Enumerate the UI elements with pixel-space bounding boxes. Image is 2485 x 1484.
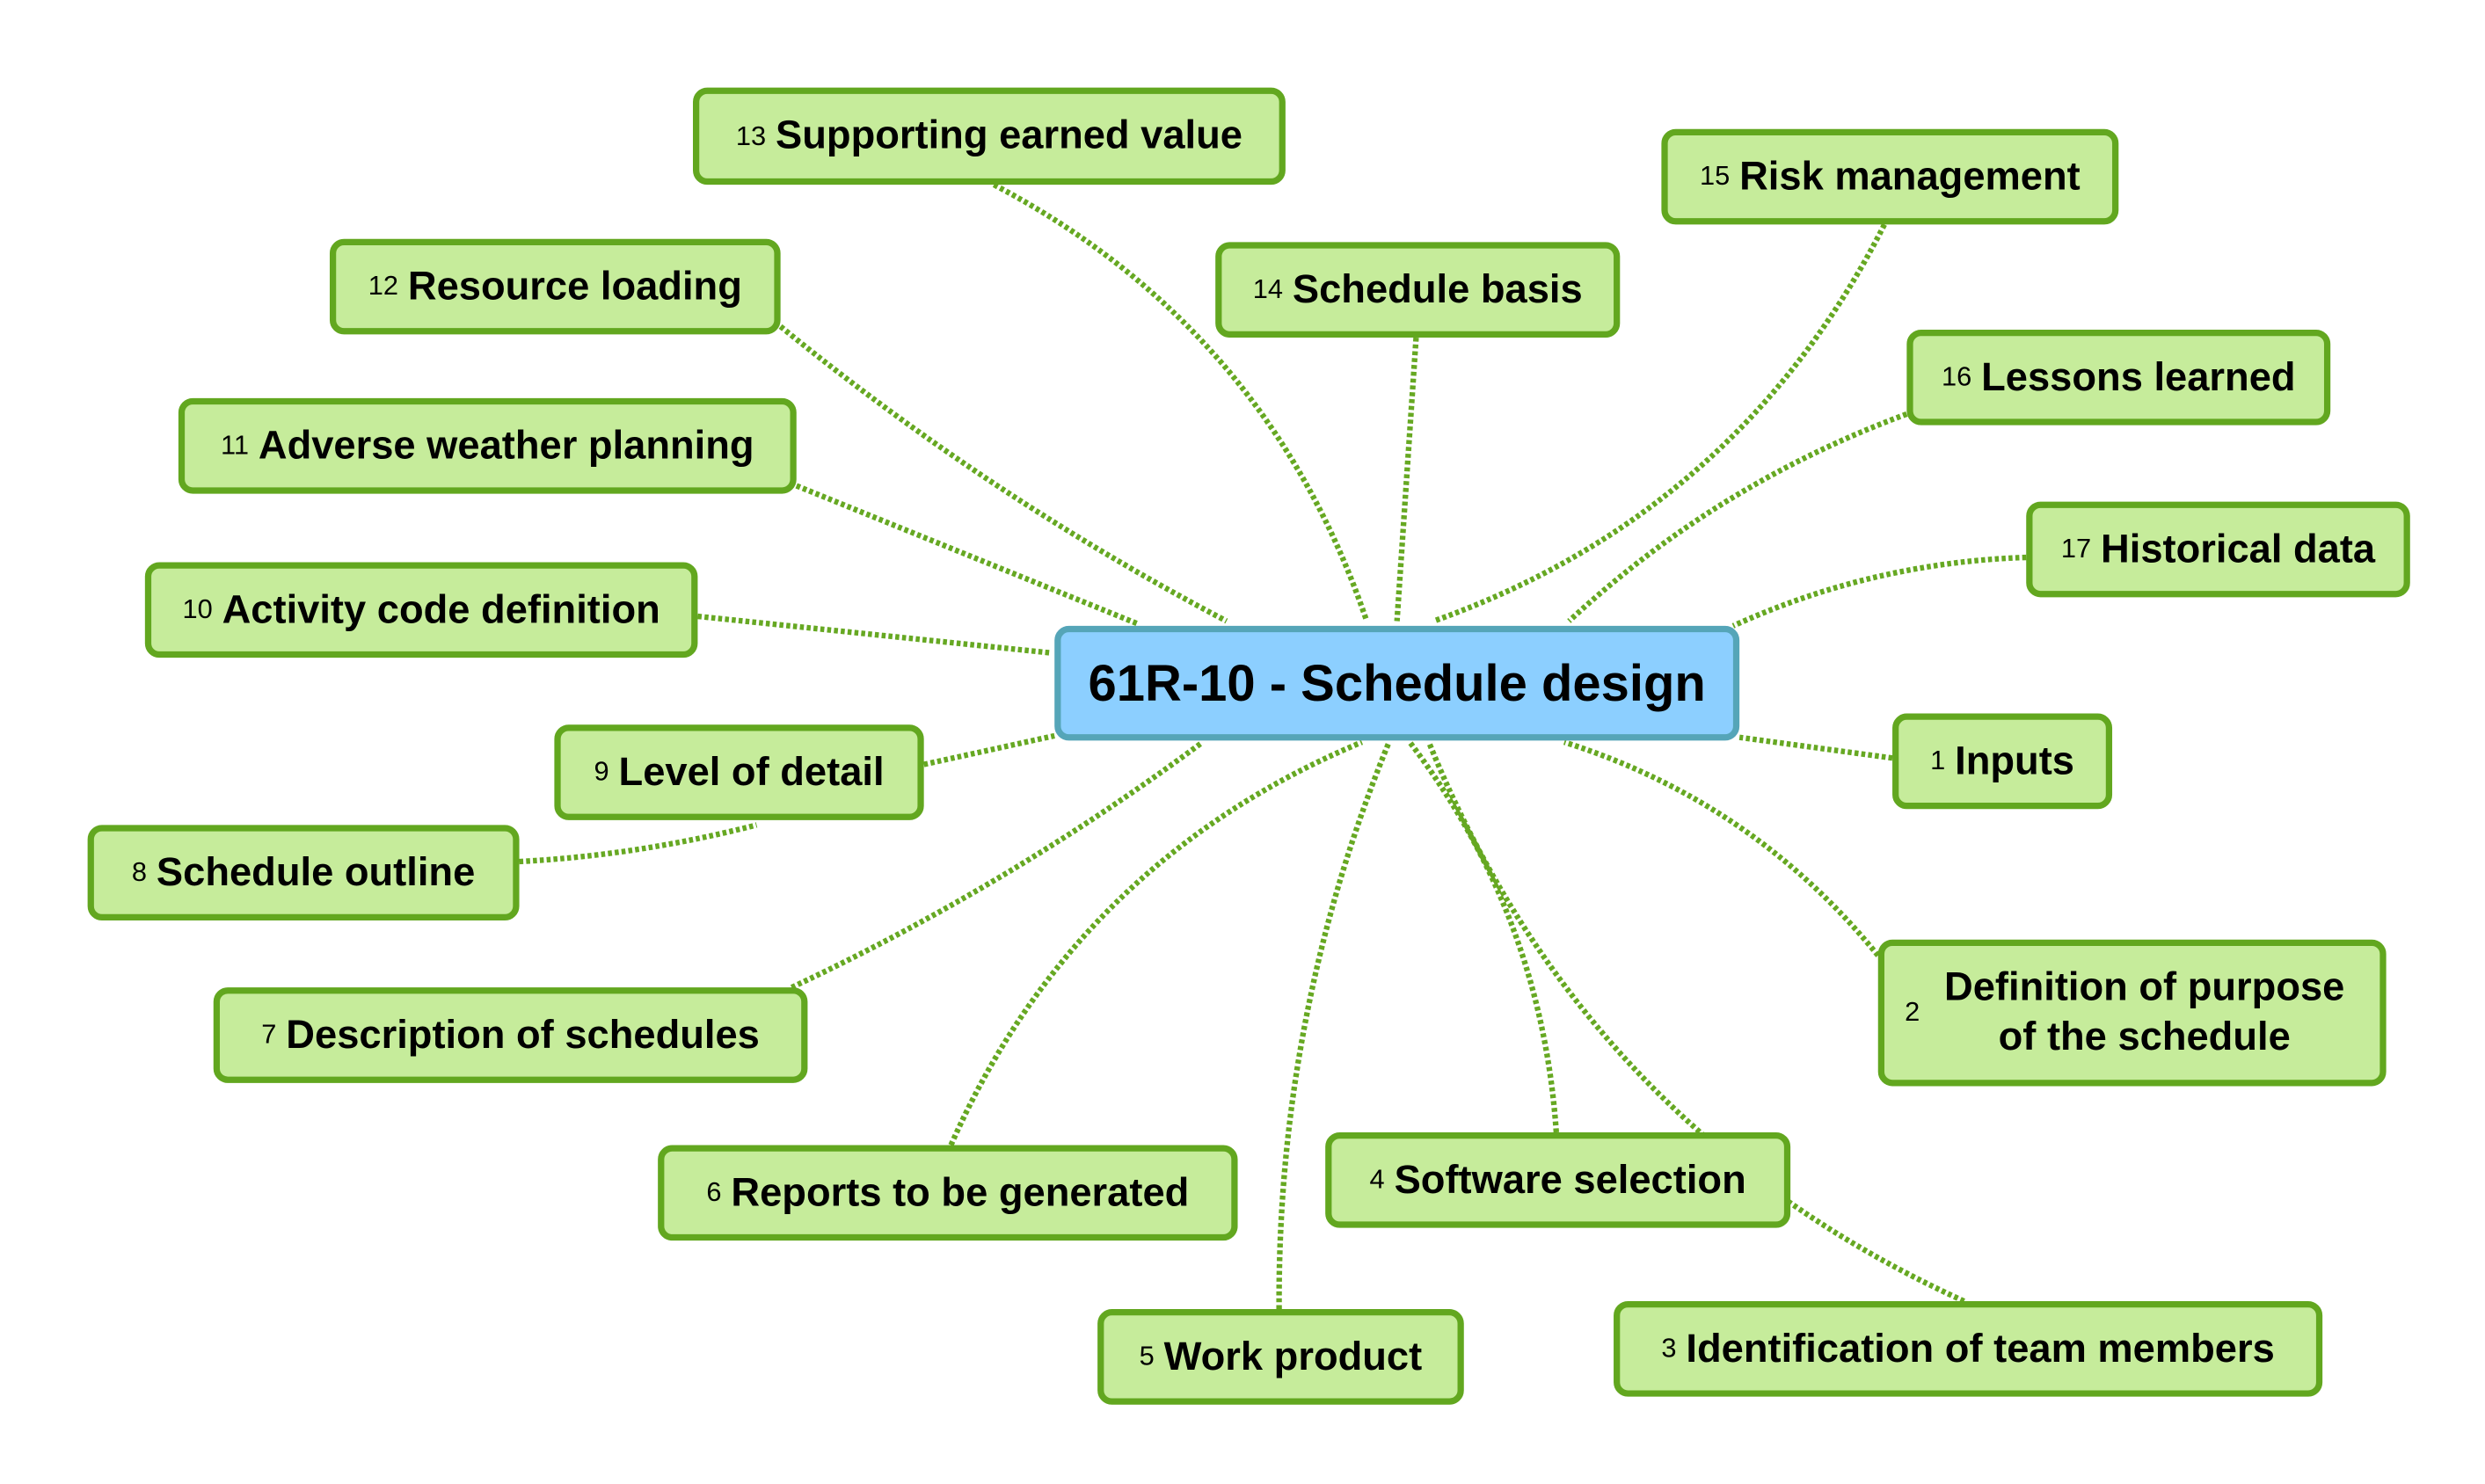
topic-label: Historical data [2101, 526, 2376, 571]
topic-number: 17 [2060, 533, 2092, 564]
topic-number: 7 [261, 1019, 277, 1050]
topic-16[interactable]: 16 Lessons learned [1906, 329, 2331, 426]
topic-label: Adverse weather planning [258, 422, 754, 468]
topic-number: 1 [1930, 745, 1946, 776]
topic-number: 9 [594, 756, 609, 787]
central-topic-label: 61R-10 - Schedule design [1088, 653, 1706, 711]
connector-topic-2 [1563, 739, 1881, 957]
topic-label: Identification of team members [1686, 1326, 2275, 1371]
topic-number: 10 [182, 593, 213, 625]
topic-number: 3 [1661, 1333, 1677, 1364]
topic-7[interactable]: 7 Description of schedules [213, 987, 808, 1083]
topic-3[interactable]: 3 Identification of team members [1614, 1300, 2323, 1397]
connector-topic-1 [1738, 734, 1893, 761]
connector-topic-12 [778, 324, 1228, 624]
central-topic[interactable]: 61R-10 - Schedule design [1054, 625, 1740, 741]
topic-label: Risk management [1739, 153, 2081, 199]
topic-number: 6 [706, 1176, 722, 1208]
topic-1[interactable]: 1 Inputs [1892, 713, 2113, 810]
topic-label: Schedule outline [156, 849, 476, 895]
connector-topic-6 [948, 739, 1364, 1146]
connector-topic-10 [697, 613, 1052, 656]
topic-label: Level of detail [618, 749, 885, 795]
topic-label: Definition of purpose of the schedule [1944, 964, 2345, 1059]
connector-topic-7 [790, 739, 1205, 991]
topic-label: Activity code definition [222, 586, 660, 632]
topic-number: 2 [1905, 996, 1920, 1028]
connector-topic-9 [922, 732, 1055, 767]
connector-topic-11 [795, 483, 1140, 628]
topic-number: 12 [368, 270, 399, 302]
topic-label: Software selection [1394, 1157, 1746, 1202]
topic-label: Lessons learned [1981, 354, 2296, 399]
topic-6[interactable]: 6 Reports to be generated [658, 1145, 1238, 1241]
topic-2[interactable]: 2 Definition of purpose of the schedule [1877, 939, 2387, 1087]
topic-11[interactable]: 11 Adverse weather planning [178, 397, 797, 494]
topic-9[interactable]: 9 Level of detail [554, 724, 924, 820]
topic-label: Resource loading [407, 263, 742, 309]
topic-label: Inputs [1955, 738, 2074, 783]
topic-4[interactable]: 4 Software selection [1325, 1131, 1791, 1228]
topic-label: Schedule basis [1292, 266, 1583, 312]
connector-topic-3 [1425, 740, 1965, 1304]
connector-topic-4 [1407, 740, 1559, 1133]
connector-topic-17 [1731, 554, 2027, 629]
topic-number: 8 [131, 856, 148, 888]
connector-topic-16 [1567, 411, 1908, 623]
topic-label: Description of schedules [286, 1012, 760, 1057]
connector-topic-15 [1432, 222, 1887, 624]
topic-10[interactable]: 10 Activity code definition [144, 562, 698, 658]
topic-13[interactable]: 13 Supporting earned value [693, 87, 1286, 186]
topic-number: 5 [1139, 1341, 1155, 1371]
topic-label: Reports to be generated [731, 1169, 1190, 1215]
topic-number: 16 [1941, 361, 1972, 392]
topic-number: 15 [1699, 160, 1731, 192]
connector-topic-13 [992, 182, 1370, 622]
connector-topic-14 [1394, 337, 1419, 622]
topic-number: 13 [735, 120, 767, 151]
topic-label: Supporting earned value [776, 113, 1242, 158]
topic-number: 11 [221, 430, 249, 461]
topic-number: 14 [1252, 273, 1284, 304]
topic-14[interactable]: 14 Schedule basis [1215, 242, 1621, 338]
topic-17[interactable]: 17 Historical data [2026, 501, 2410, 598]
topic-number: 4 [1369, 1164, 1385, 1195]
topic-5[interactable]: 5 Work product [1097, 1309, 1464, 1405]
connector-topic-8 [519, 822, 758, 865]
connector-topic-5 [1276, 740, 1392, 1310]
topic-label: Work product [1163, 1334, 1423, 1379]
